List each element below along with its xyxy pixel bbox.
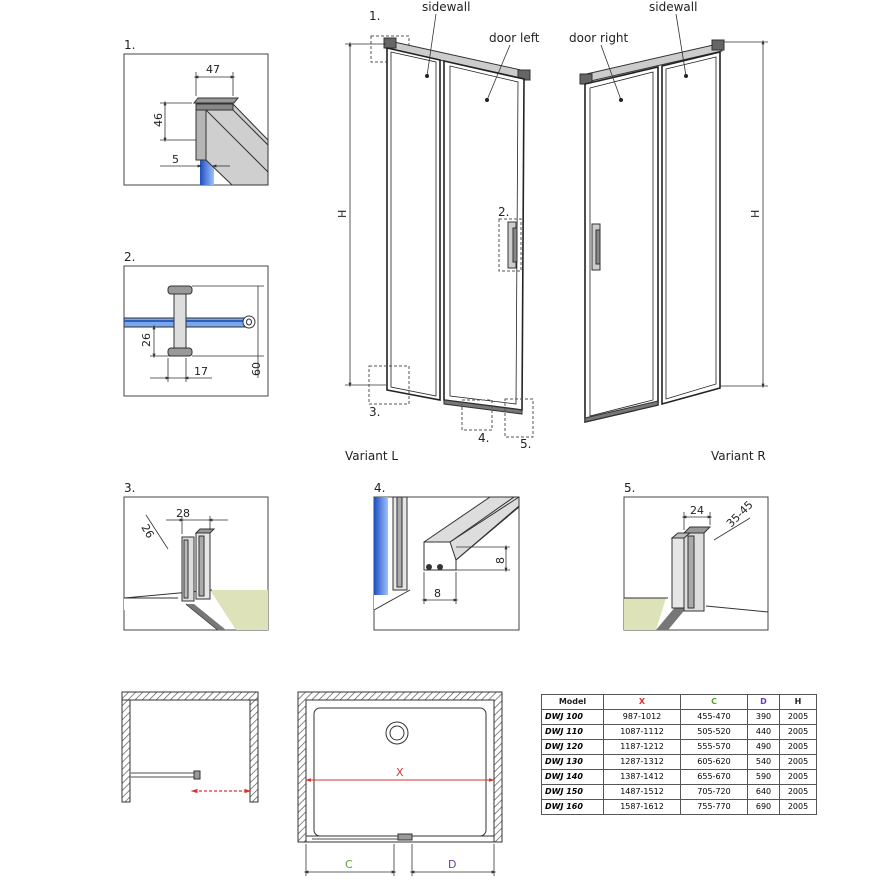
header-model: Model bbox=[541, 694, 604, 710]
table-cell-c: 555-570 bbox=[680, 739, 748, 755]
variant-l-door-label: door left bbox=[489, 31, 540, 45]
table-cell-d: 590 bbox=[747, 769, 780, 785]
table-cell-c: 705-720 bbox=[680, 784, 748, 800]
variant-l-height-label: H bbox=[336, 210, 349, 218]
detail-1-callout: 1. bbox=[124, 38, 135, 52]
table-cell-model: DWJ 160 bbox=[541, 799, 604, 815]
variant-l-drawing: 1. 2. sidewall door left H 3. 4 bbox=[336, 0, 540, 463]
table-cell-model: DWJ 150 bbox=[541, 784, 604, 800]
variant-l-title: Variant L bbox=[345, 449, 398, 463]
table-cell-d: 440 bbox=[747, 724, 780, 740]
detail-2: 2. 26 17 60 bbox=[123, 250, 269, 397]
detail-2-callout: 2. bbox=[124, 250, 135, 264]
table-cell-h: 2005 bbox=[779, 799, 817, 815]
detail-5-width-dim: 24 bbox=[690, 504, 704, 517]
detail-1-gap-dim: 5 bbox=[172, 153, 179, 166]
plan-d-label: D bbox=[448, 858, 456, 871]
variant-l-callout-2: 2. bbox=[498, 205, 509, 219]
variant-l-callout-1: 1. bbox=[369, 9, 380, 23]
variant-r-drawing: sidewall door right H Variant R bbox=[569, 0, 768, 463]
table-cell-h: 2005 bbox=[779, 754, 817, 770]
table-cell-x: 1087-1112 bbox=[603, 724, 681, 740]
variant-l-callout-4: 4. bbox=[478, 431, 489, 445]
plan-view-sliding bbox=[121, 691, 259, 803]
detail-3-callout: 3. bbox=[124, 481, 135, 495]
variant-r-door-label: door right bbox=[569, 31, 629, 45]
detail-5-callout: 5. bbox=[624, 481, 635, 495]
table-cell-d: 540 bbox=[747, 754, 780, 770]
table-cell-d: 690 bbox=[747, 799, 780, 815]
detail-4-callout: 4. bbox=[374, 481, 385, 495]
detail-4-width-dim: 8 bbox=[434, 587, 441, 600]
table-cell-x: 1387-1412 bbox=[603, 769, 681, 785]
detail-5: 5. 24 35-45 bbox=[623, 481, 769, 631]
variant-l-callout-3: 3. bbox=[369, 405, 380, 419]
table-cell-c: 605-620 bbox=[680, 754, 748, 770]
table-cell-model: DWJ 130 bbox=[541, 754, 604, 770]
detail-1: 1. 47 46 5 bbox=[123, 38, 269, 186]
detail-1-width-dim: 47 bbox=[206, 63, 220, 76]
table-cell-h: 2005 bbox=[779, 784, 817, 800]
table-cell-d: 490 bbox=[747, 739, 780, 755]
table-cell-h: 2005 bbox=[779, 709, 817, 725]
table-cell-h: 2005 bbox=[779, 724, 817, 740]
table-cell-x: 1587-1612 bbox=[603, 799, 681, 815]
table-cell-c: 755-770 bbox=[680, 799, 748, 815]
table-cell-d: 640 bbox=[747, 784, 780, 800]
variant-l-callout-5: 5. bbox=[520, 437, 531, 451]
table-cell-model: DWJ 140 bbox=[541, 769, 604, 785]
table-cell-model: DWJ 120 bbox=[541, 739, 604, 755]
header-c: C bbox=[680, 694, 748, 710]
detail-2-total-dim: 60 bbox=[250, 362, 263, 376]
variant-l-sidewall-label: sidewall bbox=[422, 0, 470, 14]
detail-4-height-dim: 8 bbox=[494, 557, 507, 564]
plan-view-dimensions: X C D bbox=[297, 691, 503, 876]
table-cell-d: 390 bbox=[747, 709, 780, 725]
plan-x-label: X bbox=[396, 766, 404, 779]
table-cell-c: 505-520 bbox=[680, 724, 748, 740]
detail-1-height-dim: 46 bbox=[152, 113, 165, 127]
header-x: X bbox=[603, 694, 681, 710]
plan-c-label: C bbox=[345, 858, 353, 871]
detail-4: 4. 8 8 bbox=[373, 481, 520, 631]
table-cell-h: 2005 bbox=[779, 769, 817, 785]
table-cell-x: 1187-1212 bbox=[603, 739, 681, 755]
table-cell-c: 655-670 bbox=[680, 769, 748, 785]
table-cell-h: 2005 bbox=[779, 739, 817, 755]
table-cell-c: 455-470 bbox=[680, 709, 748, 725]
table-cell-x: 987-1012 bbox=[603, 709, 681, 725]
variant-r-sidewall-label: sidewall bbox=[649, 0, 697, 14]
table-cell-x: 1487-1512 bbox=[603, 784, 681, 800]
table-cell-model: DWJ 110 bbox=[541, 724, 604, 740]
header-h: H bbox=[779, 694, 817, 710]
detail-3-width-dim: 28 bbox=[176, 507, 190, 520]
detail-2-height-dim: 26 bbox=[140, 333, 153, 347]
detail-2-width-dim: 17 bbox=[194, 365, 208, 378]
table-cell-x: 1287-1312 bbox=[603, 754, 681, 770]
detail-3: 3. 28 26 bbox=[123, 481, 269, 631]
detail-3-depth-dim: 26 bbox=[138, 522, 156, 541]
table-cell-model: DWJ 100 bbox=[541, 709, 604, 725]
table-header-row: Model X C D H bbox=[541, 694, 817, 710]
variant-r-title: Variant R bbox=[711, 449, 766, 463]
header-d: D bbox=[747, 694, 780, 710]
variant-r-height-label: H bbox=[749, 210, 762, 218]
